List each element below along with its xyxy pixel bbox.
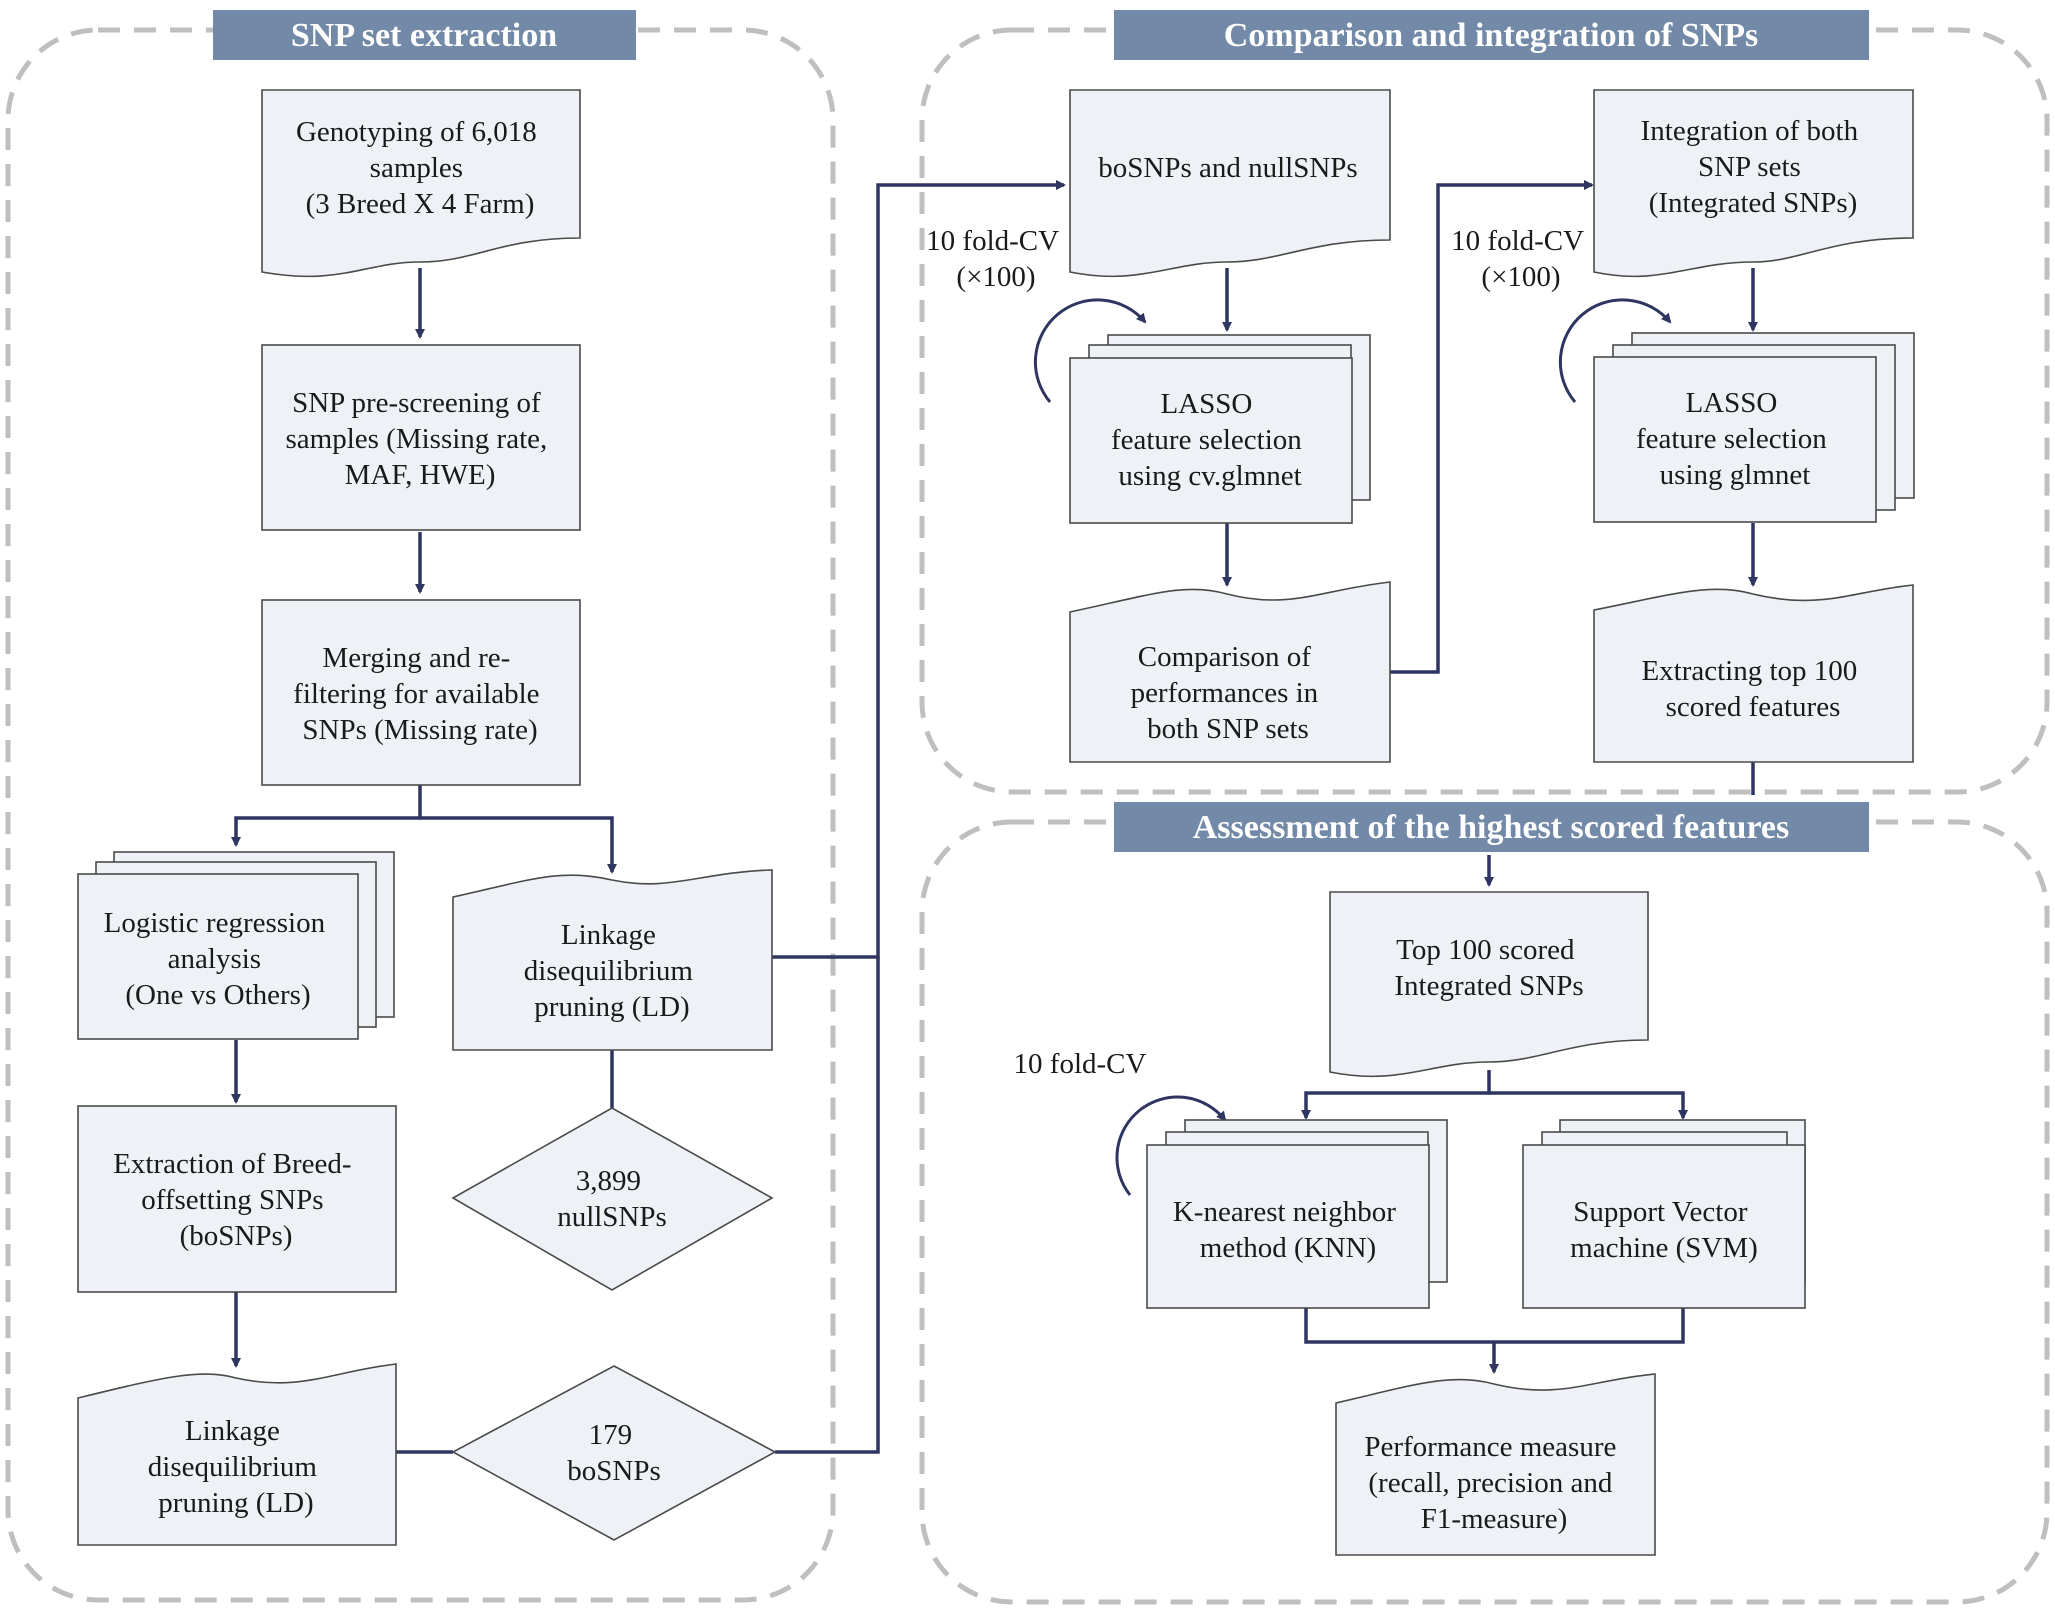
node-text-extract-top: Extracting top 100 scored features (1641, 655, 1864, 723)
node-top100 (1329, 891, 1649, 1078)
edge-top100-svm (1489, 1091, 1688, 1120)
edge-knn-svm-join (1304, 1308, 1685, 1344)
node-text-genotyping: Genotyping of 6,018 samples (3 Breed X 4… (296, 116, 544, 220)
node-extraction (77, 1105, 397, 1293)
node-text-svm: Support Vector machine (SVM) (1570, 1196, 1758, 1264)
cv-label-2: 10 fold-CV (×100) (1451, 225, 1591, 293)
node-performance (1335, 1373, 1656, 1556)
panel-snp-extraction (5, 27, 836, 1603)
node-lasso-cv (1069, 357, 1353, 524)
panel-title-snp-extraction: SNP set extraction (291, 17, 557, 54)
node-svm (1522, 1144, 1806, 1309)
node-lasso-glm (1593, 356, 1877, 523)
node-text-bosnps: 179 boSNPs (567, 1419, 661, 1487)
node-text-integration: Integration of both SNP sets (Integrated… (1641, 115, 1866, 219)
node-text-ld-top: Linkage disequilibrium pruning (LD) (524, 919, 700, 1023)
node-text-merging: Merging and re- filtering for available … (293, 642, 547, 746)
node-knn (1146, 1144, 1430, 1309)
node-text-lasso-glm: LASSO feature selection using glmnet (1636, 387, 1834, 491)
title-bar-snp-extraction (213, 10, 636, 60)
node-ld-bottom (77, 1363, 397, 1546)
edge-merging-logistic (231, 785, 422, 847)
node-bosnps-null (1069, 89, 1391, 278)
node-bosnps (451, 1365, 777, 1541)
node-nullsnps (451, 1107, 774, 1291)
node-text-extraction: Extraction of Breed- offsetting SNPs (bo… (113, 1148, 359, 1252)
edge-ld-top-to-bosnps-null (772, 180, 1066, 959)
node-integration (1593, 89, 1914, 278)
edge-top100-knn (1301, 1070, 1491, 1120)
title-bar-comparison (1114, 10, 1869, 60)
node-text-nullsnps: 3,899 nullSNPs (557, 1165, 667, 1233)
node-prescreening (261, 344, 581, 531)
cv-loop-arrow-3 (1115, 1095, 1227, 1196)
node-merging (261, 599, 581, 786)
panel-title-comparison: Comparison and integration of SNPs (1224, 17, 1759, 54)
node-logistic (77, 873, 359, 1040)
node-ld-top (452, 869, 773, 1051)
node-text-lasso-cv: LASSO feature selection using cv.glmnet (1111, 388, 1309, 492)
node-extract-top (1593, 584, 1914, 763)
edge-comparison-integration (1390, 180, 1594, 674)
node-genotyping (261, 89, 581, 278)
panel-title-assessment: Assessment of the highest scored feature… (1193, 809, 1790, 846)
node-comparison-perf (1069, 581, 1391, 763)
cv-loop-arrow-1 (1033, 298, 1147, 403)
node-text-ld-bottom: Linkage disequilibrium pruning (LD) (148, 1415, 324, 1519)
cv-loop-arrow-2 (1558, 298, 1672, 403)
node-text-performance: Performance measure (recall, precision a… (1364, 1431, 1623, 1535)
cv-label-3: 10 fold-CV (1014, 1048, 1147, 1080)
cv-label-1: 10 fold-CV (×100) (926, 225, 1066, 293)
title-bar-assessment (1114, 802, 1869, 852)
node-text-comparison-perf: Comparison of performances in both SNP s… (1131, 641, 1326, 745)
node-text-prescreening: SNP pre-screening of samples (Missing ra… (285, 387, 554, 491)
edge-merging-ld-top (420, 816, 617, 874)
node-text-logistic: Logistic regression analysis (One vs Oth… (104, 907, 333, 1011)
node-text-knn: K-nearest neighbor method (KNN) (1173, 1196, 1403, 1264)
node-text-bosnps-null: boSNPs and nullSNPs (1098, 152, 1357, 184)
edge-bosnps-to-bosnps-null (775, 957, 880, 1454)
node-text-top100: Top 100 scored Integrated SNPs (1394, 934, 1583, 1002)
